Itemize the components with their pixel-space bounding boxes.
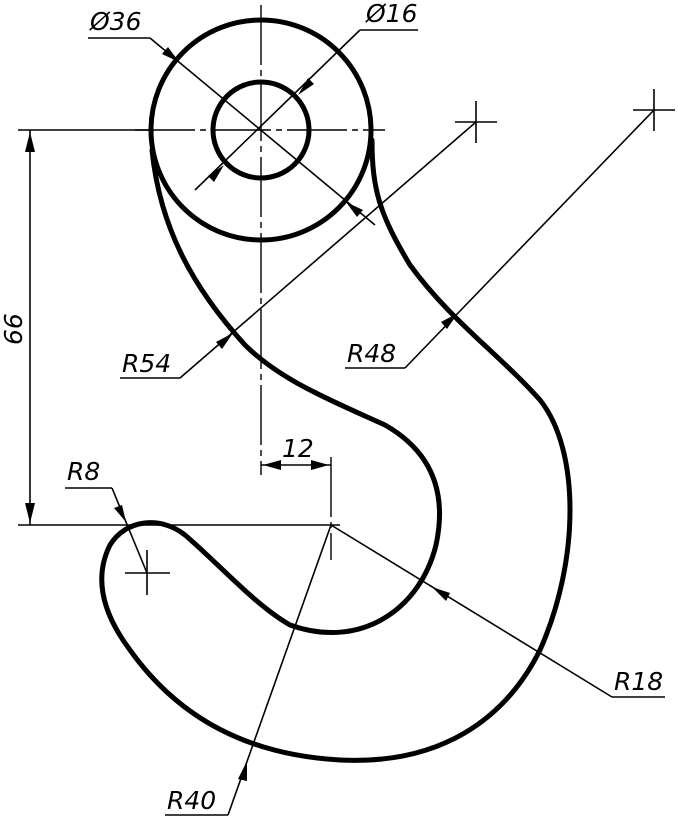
dim12-arrow-left (263, 460, 281, 470)
r54-arrow (216, 333, 233, 349)
dim-horizontal-12: 12 (261, 434, 331, 470)
dim-diameter-36: Ø36 (88, 7, 376, 226)
dia16-label: Ø16 (365, 0, 418, 28)
dim-radius-48: R48 (345, 109, 655, 369)
dia36-label: Ø36 (89, 7, 142, 36)
dia36-leader (149, 37, 376, 226)
dim12-arrow-right (311, 460, 329, 470)
r48-label: R48 (347, 339, 396, 368)
r18-arrow (432, 587, 450, 601)
dim66-label: 66 (0, 313, 28, 345)
dim-radius-54: R54 (120, 121, 477, 379)
dia36-arrow-bottom (346, 202, 363, 217)
dim66-arrow-bottom (25, 503, 35, 523)
dim-vertical-66: 66 (0, 129, 340, 526)
r8-leader (111, 487, 148, 574)
r48-leader (404, 109, 655, 369)
r8-label: R8 (67, 457, 100, 486)
dim66-arrow-top (25, 132, 35, 152)
r40-label: R40 (167, 786, 216, 815)
r18-label: R18 (614, 667, 663, 696)
dim-radius-40: R40 (165, 524, 332, 816)
outer-circle (148, 17, 374, 243)
part-outline (99, 17, 573, 763)
r40-arrow (238, 761, 247, 781)
dia16-arrow-outer (298, 78, 314, 95)
dim12-label: 12 (282, 434, 314, 463)
r8-arrow (114, 505, 126, 522)
r18-leader (330, 524, 613, 698)
dim-diameter-16: Ø16 (194, 0, 418, 191)
inner-circle (210, 79, 312, 181)
dia16-leader (194, 29, 361, 191)
r54-label: R54 (122, 349, 171, 378)
dia36-arrow-top (162, 47, 179, 62)
r48-arrow (441, 313, 458, 329)
dim-radius-8: R8 (65, 457, 148, 574)
hook-outer-contour (99, 137, 573, 763)
dim-radius-18: R18 (330, 524, 665, 698)
dia16-arrow-inner (208, 165, 224, 182)
